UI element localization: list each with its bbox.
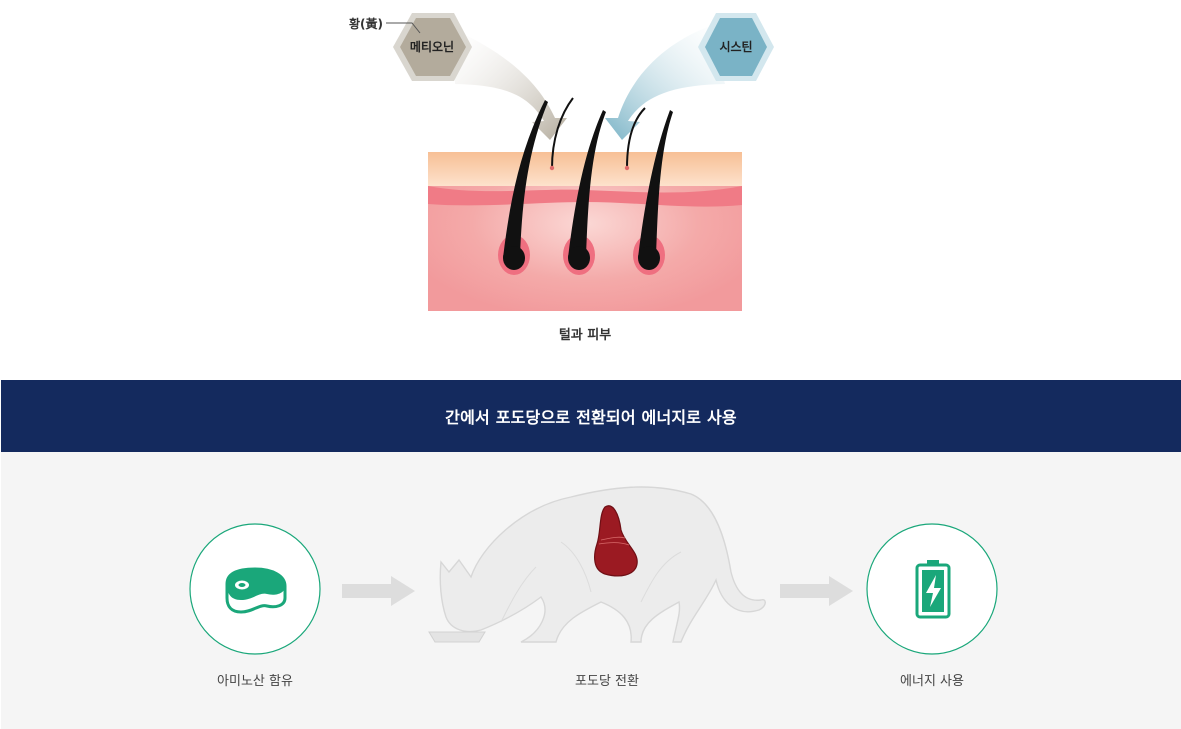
liver-shape xyxy=(594,505,638,577)
banner-title: 간에서 포도당으로 전환되어 에너지로 사용 xyxy=(445,408,737,427)
hair-skin-diagram: 황(黃) 메티오닌 시스틴 털과 피부 xyxy=(348,13,774,343)
cystine-label: 시스틴 xyxy=(719,39,752,54)
step-label-amino: 아미노산 함유 xyxy=(217,674,293,689)
battery-icon xyxy=(915,560,951,619)
process-flow: 아미노산 함유 포도당 전환 에너지 사용 xyxy=(1,452,1181,729)
step-label-energy: 에너지 사용 xyxy=(900,674,964,689)
meat-icon xyxy=(225,567,287,614)
process-banner: 간에서 포도당으로 전환되어 에너지로 사용 xyxy=(1,380,1181,452)
hair-strand xyxy=(638,110,673,258)
sulfur-label: 황(黃) xyxy=(349,16,383,31)
process-flow-illustration xyxy=(189,486,998,655)
methionine-arrow xyxy=(455,30,567,140)
cystine-arrow xyxy=(605,26,725,140)
flow-arrow-2 xyxy=(780,576,853,606)
methionine-label: 메티오닌 xyxy=(410,39,454,54)
cat-liver-illustration xyxy=(428,486,766,643)
hair-strand xyxy=(568,110,606,258)
hair-skin-illustration: 황(黃) 메티오닌 시스틴 xyxy=(349,13,774,311)
skin-caption: 털과 피부 xyxy=(558,328,612,343)
flow-arrow-1 xyxy=(342,576,415,606)
hair-strand xyxy=(503,100,548,258)
step-label-glucose: 포도당 전환 xyxy=(575,674,639,689)
